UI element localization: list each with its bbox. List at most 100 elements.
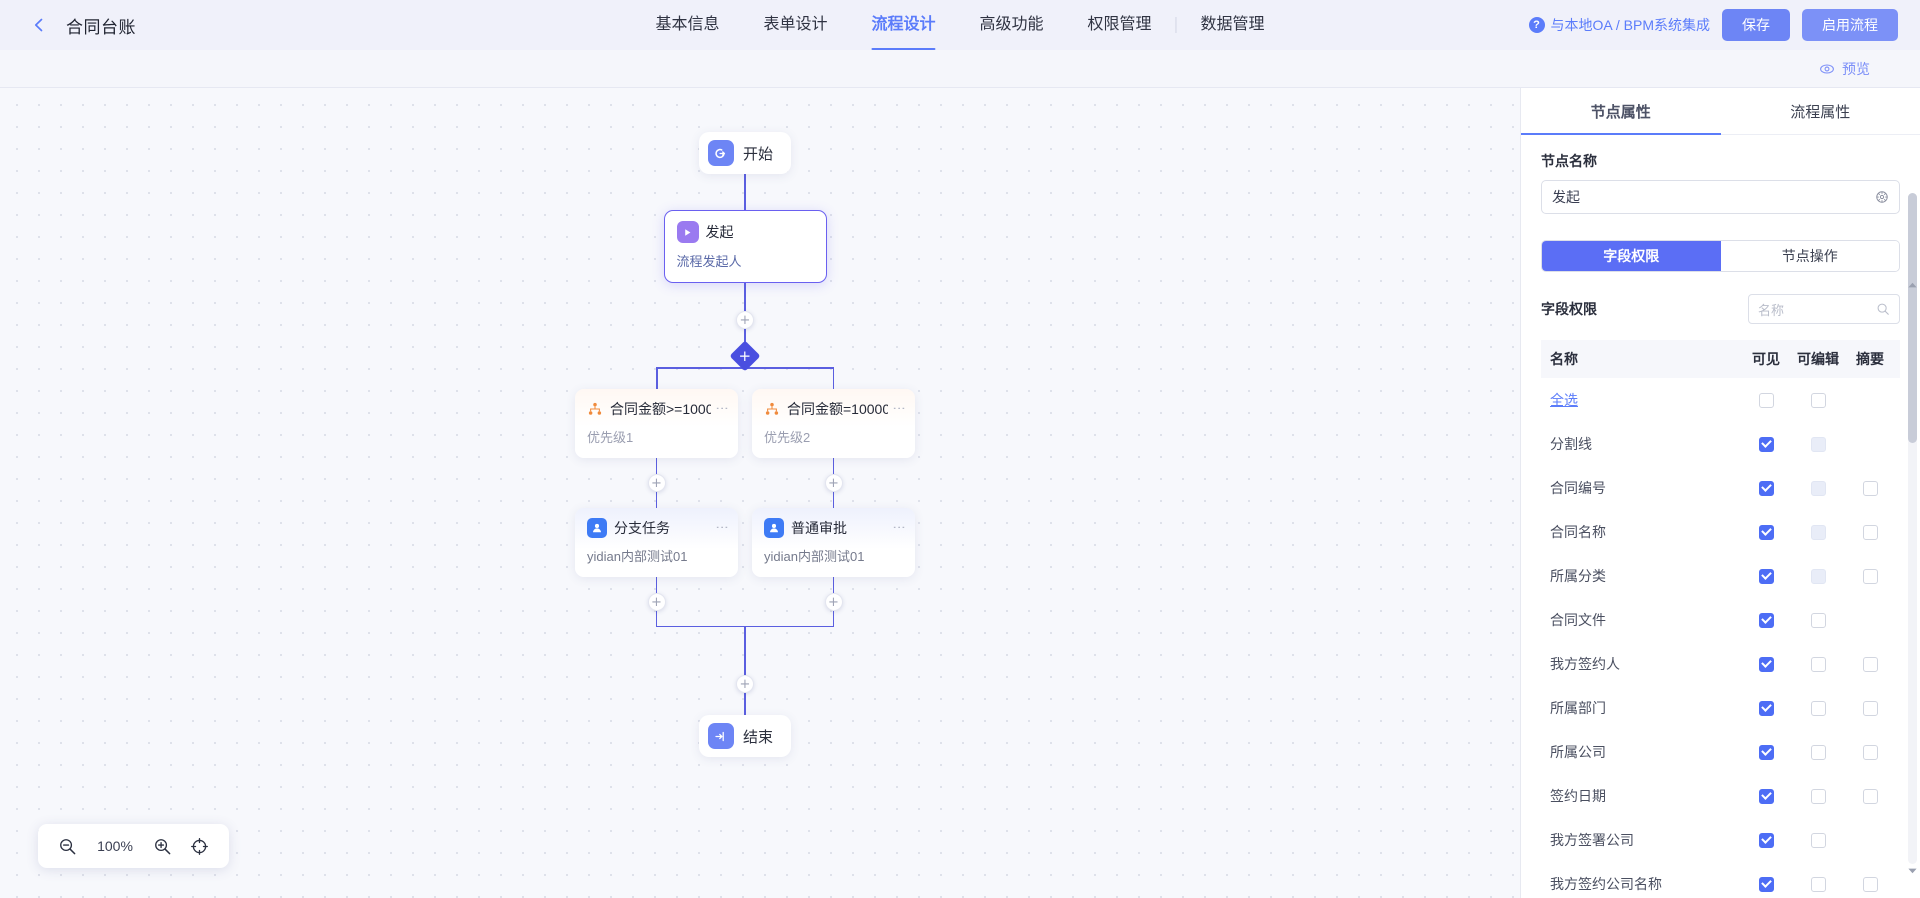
checkbox-visible-cell [1740,524,1792,540]
checkbox-summary[interactable] [1862,480,1878,496]
checkbox-summary[interactable] [1862,656,1878,672]
enable-flow-button[interactable]: 启用流程 [1802,9,1898,41]
flow-node-condition-2-menu[interactable]: ⋮ [892,402,907,415]
flow-node-condition-1[interactable]: 合同金额>=10000 ⋮ 优先级1 [575,389,738,458]
field-name-cell[interactable]: 全选 [1550,390,1740,410]
checkbox-visible[interactable] [1758,524,1774,540]
checkbox-summary[interactable] [1862,524,1878,540]
field-search-input[interactable]: 名称 [1758,302,1785,318]
field-name-cell: 分割线 [1550,436,1592,452]
checkbox-visible[interactable] [1758,612,1774,628]
checkbox-visible[interactable] [1758,568,1774,584]
tab-basic-info[interactable]: 基本信息 [655,16,720,33]
flow-edge-cond1-plus [655,458,658,474]
help-icon: ? [1528,17,1545,33]
panel-tabs: 节点属性 流程属性 [1521,88,1920,135]
checkbox-visible[interactable] [1758,436,1774,452]
checkbox-summary[interactable] [1862,700,1878,716]
panel-scrollbar-thumb[interactable] [1908,193,1917,443]
flow-node-task-1-menu[interactable]: ⋮ [715,521,730,534]
checkbox-editable[interactable] [1810,656,1826,672]
panel-tab-node-properties[interactable]: 节点属性 [1521,88,1721,135]
checkbox-summary[interactable] [1862,876,1878,892]
checkbox-summary-cell [1844,833,1896,848]
checkbox-editable[interactable] [1810,876,1826,892]
zoom-in-button[interactable] [153,837,172,856]
segment-field-permission[interactable]: 字段权限 [1542,241,1721,271]
flow-canvas[interactable]: 开始 发起 流程发起人 + [0,88,1520,898]
flow-add-node-before-end[interactable]: + [736,675,754,693]
flow-node-task-1[interactable]: 分支任务 ⋮ yidian内部测试01 [575,508,738,577]
flow-edge-plus-end [744,693,746,715]
checkbox-visible[interactable] [1758,744,1774,760]
checkbox-summary[interactable] [1862,568,1878,584]
settings-wheel-icon[interactable] [1875,190,1889,204]
tab-form-design[interactable]: 表单设计 [763,16,828,33]
checkbox-editable[interactable] [1810,788,1826,804]
flow-add-node-branch2-bottom[interactable]: + [824,593,843,611]
checkbox-visible[interactable] [1758,700,1774,716]
back-button[interactable] [26,12,52,38]
flow-edge-plus-task2 [832,492,835,508]
search-icon [1877,303,1889,315]
flow-add-node-after-launch[interactable]: + [736,311,754,329]
checkbox-visible[interactable] [1758,480,1774,496]
flow-node-condition-1-label: 合同金额>=10000 [610,401,711,417]
flow-node-task-2[interactable]: 普通审批 ⋮ yidian内部测试01 [752,508,915,577]
scroll-down-arrow-icon[interactable] [1906,864,1918,876]
checkbox-editable[interactable] [1810,700,1826,716]
field-search-box[interactable]: 名称 [1748,294,1900,324]
flow-node-condition-1-sub: 优先级1 [587,430,634,445]
node-name-input[interactable]: 发起 [1541,180,1900,214]
flow-node-task-2-menu[interactable]: ⋮ [892,521,907,534]
flow-node-condition-2[interactable]: 合同金额=10000 ⋮ 优先级2 [752,389,915,458]
zoom-out-button[interactable] [58,837,77,856]
panel-scrollbar[interactable] [1908,193,1917,864]
flow-node-end[interactable]: 结束 [698,715,791,757]
checkbox-visible[interactable] [1758,876,1774,892]
preview-button[interactable]: 预览 [1819,59,1896,79]
scroll-up-arrow-icon[interactable] [1906,279,1918,291]
checkbox-editable-cell [1792,876,1844,892]
checkbox-summary[interactable] [1862,788,1878,804]
zoom-level-value: 100% [97,838,133,854]
tab-advanced[interactable]: 高级功能 [979,16,1044,33]
flow-node-condition-1-menu[interactable]: ⋮ [715,402,730,415]
checkbox-visible[interactable] [1758,392,1774,408]
flow-add-node-branch2-top[interactable]: + [824,474,843,492]
checkbox-summary[interactable] [1862,744,1878,760]
table-row: 所属部门 [1541,686,1900,730]
tab-data-management[interactable]: 数据管理 [1200,16,1265,33]
flow-node-launch-label: 发起 [705,224,734,240]
segment-node-operation[interactable]: 节点操作 [1720,241,1899,271]
checkbox-editable-cell [1792,392,1844,408]
flow-edge-task1-plus [655,577,658,593]
flow-node-start[interactable]: 开始 [698,132,791,174]
table-row: 合同名称 [1541,510,1900,554]
panel-tab-flow-properties[interactable]: 流程属性 [1790,103,1851,121]
flow-add-node-branch1-bottom[interactable]: + [647,593,666,611]
tab-permission[interactable]: 权限管理 [1087,16,1152,33]
flow-branch-block: 合同金额>=10000 ⋮ 优先级1 + [575,356,915,627]
checkbox-visible[interactable] [1758,656,1774,672]
select-all-link[interactable]: 全选 [1550,392,1578,408]
checkbox-visible[interactable] [1758,832,1774,848]
checkbox-editable[interactable] [1810,392,1826,408]
checkbox-editable-cell [1792,700,1844,716]
checkbox-editable[interactable] [1810,744,1826,760]
save-button[interactable]: 保存 [1722,9,1790,41]
flow-node-task-2-label: 普通审批 [791,520,847,536]
column-header-visible: 可见 [1752,351,1780,367]
flow-node-launch-head: 发起 [676,221,814,243]
fit-screen-button[interactable] [190,837,209,856]
checkbox-editable [1810,568,1826,584]
checkbox-visible-cell [1740,744,1792,760]
oa-bpm-integration-link[interactable]: ? 与本地OA / BPM系统集成 [1528,15,1710,35]
flow-add-node-branch1-top[interactable]: + [647,474,666,492]
checkbox-editable[interactable] [1810,612,1826,628]
checkbox-visible[interactable] [1758,788,1774,804]
checkbox-editable[interactable] [1810,832,1826,848]
tab-flow-design[interactable]: 流程设计 [849,0,957,50]
flow-node-launch[interactable]: 发起 流程发起人 [663,210,827,283]
checkbox-visible-cell [1740,700,1792,716]
